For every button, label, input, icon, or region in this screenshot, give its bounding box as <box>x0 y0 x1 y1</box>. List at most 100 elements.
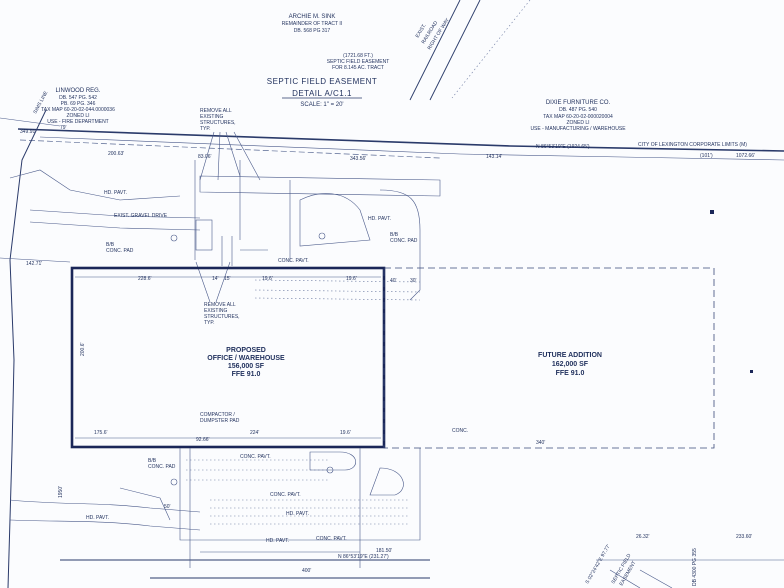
owner-east-line3: TAX MAP 60-20-02-000020004 <box>543 114 613 120</box>
ne-dist-2: 1072.66' <box>736 153 755 159</box>
conc-pavt-label-3: CONC. PAVT. <box>270 492 301 498</box>
dim-228: 228.6' <box>138 276 152 282</box>
south-entry <box>119 487 171 521</box>
city-limits-label: CITY OF LEXINGTON CORPORATE LIMITS (M) <box>638 142 747 148</box>
remove-1-line4: TYP. <box>200 126 210 132</box>
dim-142: 142.71' <box>26 261 42 267</box>
ne-dist-1: (101') <box>700 153 713 159</box>
remove-2-line4: TYP. <box>204 320 214 326</box>
south-bearing: N 86°53'19"E (231.27') <box>338 554 389 560</box>
south-island <box>309 451 356 471</box>
conc-label: CONC. <box>452 428 468 434</box>
owner-west-line3: PB. 69 PG. 346 <box>61 101 96 107</box>
south-drive <box>9 499 201 531</box>
future-addition-area: 162,000 SF <box>552 361 589 368</box>
remove-2-line1: REMOVE ALL <box>204 302 236 308</box>
remove-1-line3: STRUCTURES, <box>200 120 236 126</box>
owner-north-name: ARCHIE M. SINK <box>289 14 336 20</box>
hd-pavt-label-2: HD. PAVT. <box>368 216 391 222</box>
owner-east-name: DIXIE FURNITURE CO. <box>546 100 611 106</box>
remove-1-line2: EXISTING <box>200 114 223 120</box>
dim-224: 224' <box>250 430 259 436</box>
south-lot <box>179 448 421 541</box>
bullet-2 <box>750 370 753 373</box>
owner-west-line2: DB. 547 PG. 542 <box>59 95 97 101</box>
railroad-row <box>409 0 481 101</box>
owner-west-name: LINWOOD REG. <box>55 88 100 94</box>
detail-name: DETAIL A/C1.1 <box>292 89 352 98</box>
hd-pavt-label-4: HD. PAVT. <box>286 511 309 517</box>
dim-14: 14' <box>212 276 219 282</box>
bb-pad-1-line1: B/B <box>106 242 115 248</box>
dim-200: 200.63' <box>108 151 124 157</box>
owner-north-line3: DB. 568 PG 317 <box>294 28 331 34</box>
remove-leaders-1 <box>199 131 261 181</box>
hd-pavt-label-3: HD. PAVT. <box>86 515 109 521</box>
owner-east-line2: DB. 487 PG. 540 <box>559 107 597 113</box>
gravel-drive <box>29 209 201 231</box>
north-grid-lines <box>194 160 291 262</box>
owner-east-line4: ZONED LI <box>566 120 589 126</box>
south-dim-lines <box>189 448 361 568</box>
se-tag: DB 4300 PG 355 <box>692 548 698 586</box>
bb-pad-3-line1: B/B <box>148 458 157 464</box>
owner-east-line5: USE - MANUFACTURING / WAREHOUSE <box>530 126 626 132</box>
bb-pad-1-line2: CONC. PAD <box>106 248 134 254</box>
dim-79: 79' <box>60 125 67 131</box>
south-hatch <box>210 499 410 525</box>
se-bearing: S 02°24'42"E 97.77' <box>585 544 612 585</box>
bb-pad-2-line2: CONC. PAD <box>390 238 418 244</box>
dim-200v: 200.6' <box>80 342 86 356</box>
conc-pavt-label-4: CONC. PAVT. <box>316 536 347 542</box>
dim-50: 50' <box>164 504 171 510</box>
dim-196a: 19.6' <box>262 276 273 282</box>
south-parking-stripes <box>186 459 330 481</box>
south-property-line <box>60 559 430 579</box>
sims-tie-line <box>0 117 61 127</box>
owner-west-line5: ZONED LI <box>66 113 89 119</box>
dim-175: 175.6' <box>94 430 108 436</box>
dim-349: 349.91' <box>20 129 36 135</box>
west-boundary-line <box>7 109 47 588</box>
marker-4 <box>170 478 178 486</box>
dim-196b: 19.6' <box>346 276 357 282</box>
north-bearing: N 86°53'19"E (1924.65') <box>536 144 590 150</box>
dim-926: 92.66' <box>196 437 210 443</box>
remove-2-line3: STRUCTURES, <box>204 314 240 320</box>
bb-pad-3-line2: CONC. PAD <box>148 464 176 470</box>
building-label-1: PROPOSED <box>226 347 266 354</box>
se-lines <box>596 559 784 588</box>
easement-note-3: FOR 8.145 AC. TRACT <box>332 65 384 71</box>
gravel-drive-label: EXIST. GRAVEL DRIVE <box>114 213 168 219</box>
dim-340: 340' <box>536 440 545 446</box>
dim-143: 143.14' <box>486 154 502 160</box>
north-island <box>299 193 371 247</box>
future-addition-label: FUTURE ADDITION <box>538 352 602 359</box>
existing-walk <box>221 236 268 266</box>
compactor-line1: COMPACTOR / <box>200 412 235 418</box>
building-inner-lines <box>75 276 381 439</box>
easement-note-1: (1721.68 FT.) <box>343 53 373 59</box>
bb-pad-2-line1: B/B <box>390 232 399 238</box>
existing-structure <box>195 219 213 251</box>
setback-line <box>19 139 441 159</box>
dim-30: 30' <box>410 278 417 284</box>
detail-scale: SCALE: 1" = 20' <box>300 102 343 108</box>
compactor-line2: DUMPSTER PAD <box>200 418 240 424</box>
building-label-2: OFFICE / WAREHOUSE <box>207 355 285 362</box>
remove-2-line2: EXISTING <box>204 308 227 314</box>
remove-1-line1: REMOVE ALL <box>200 108 232 114</box>
north-curb <box>379 189 421 301</box>
easement-note-2: SEPTIC FIELD EASEMENT <box>327 59 390 65</box>
owner-north-line2: REMAINDER OF TRACT II <box>282 21 342 27</box>
marker-1 <box>170 234 178 242</box>
owner-west-line6: USE - FIRE DEPARTMENT <box>47 119 109 125</box>
marker-3 <box>326 466 334 474</box>
hd-pavt-label-1: HD. PAVT. <box>104 190 127 196</box>
conc-pavt-label-1: CONC. PAVT. <box>278 258 309 264</box>
conc-pavt-label-2: CONC. PAVT. <box>240 454 271 460</box>
city-limit-line <box>39 136 784 161</box>
dim-196c: 19.6' <box>340 430 351 436</box>
